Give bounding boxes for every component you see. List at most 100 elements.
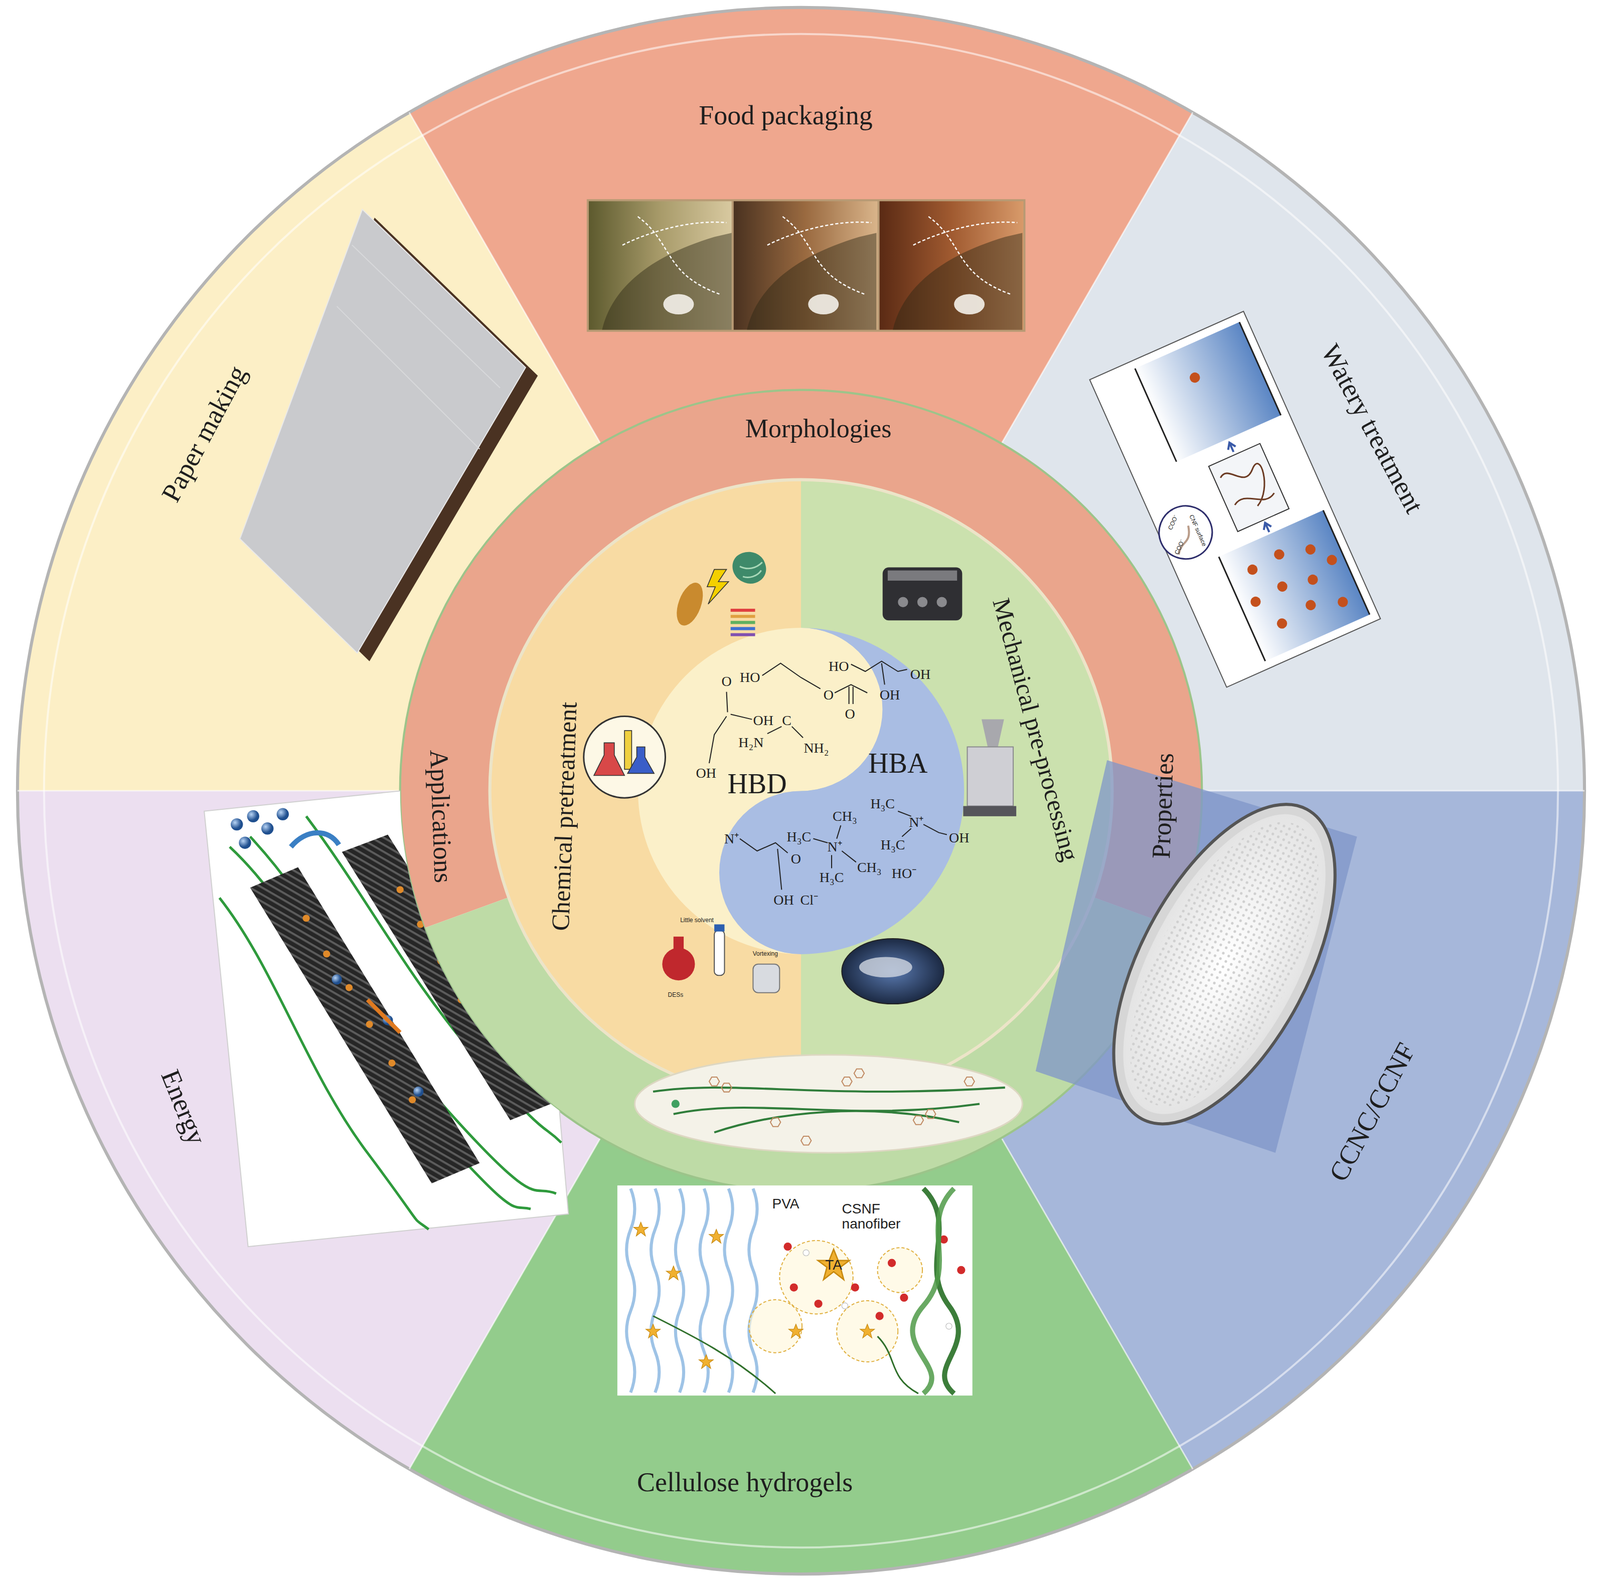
water-treatment-figure [1325,553,1339,567]
process-icons [897,597,908,608]
fiber-ellipse [634,1055,1023,1154]
sector-shape [409,1138,1193,1575]
node-outline [409,1138,1193,1575]
node-outline [400,390,1203,1193]
water-treatment-figure [1248,595,1263,609]
figure-label: Little solvent [680,917,714,924]
hydrogel-figure [788,1324,804,1339]
energy-figure [230,818,243,831]
fiber-ellipse [854,1069,865,1078]
food-photo [879,201,1024,330]
figure-label: COO⁻ [1173,538,1186,556]
node-label: Watery treatment [1316,339,1429,518]
energy-figure [396,886,404,894]
chemical-label: HO [828,659,849,674]
fiber-ellipse [721,1083,732,1092]
circle-frame [17,7,1585,1575]
hydrogel-figure [803,1249,810,1256]
node-label: Cellulose hydrogels [636,1468,853,1498]
water-treatment-figure [1208,443,1290,532]
node-label: CCNC/CCNF [1324,1038,1421,1187]
chemical-label: OH [696,766,717,781]
fiber-ellipse [770,1117,781,1127]
energy-figure [408,1096,416,1104]
fiber-ellipse [653,1087,1006,1092]
food-photo [733,201,878,330]
fiber-ellipse [709,1077,720,1086]
fiber-ellipse [801,1136,812,1146]
fiber-ellipse [925,1109,936,1119]
energy-figure [345,984,353,992]
application-sector: Paper making [16,111,602,792]
process-icons [739,562,763,578]
water-treatment-figure [1304,598,1318,612]
energy-figure [261,822,274,835]
process-icons [673,936,684,951]
sector-shape [490,480,802,1103]
chemical-label: Cl⁻ [800,892,819,908]
water-treatment-figure [1303,542,1318,557]
node-outline [407,6,1194,445]
energy-figure [230,808,424,1098]
water-treatment-figure [1261,521,1273,534]
hydrogel-figure [945,1323,952,1330]
node-label: Morphologies [745,415,892,443]
hydrogel-figure [877,1247,923,1293]
fiber-ellipse [913,1115,924,1125]
chemical-label: H₃C [819,870,845,885]
node-outline [16,789,602,1471]
node-label: HBA [868,748,928,779]
chemical-label: O [823,687,834,703]
chemical-label: OH [773,892,794,908]
chemical-label: N⁺ [827,839,842,855]
water-treatment-figure [1306,573,1320,587]
method-half: Mechanical pre-processing [800,478,1114,1103]
node-label: Energy [155,1065,212,1149]
process-icons [583,716,666,799]
application-sector: Watery treatment [1000,111,1586,792]
hydrogel-figure [860,1324,875,1339]
figure-label: CNF surface [1188,514,1208,548]
hydrogel-figure [666,1266,681,1280]
chemical-label: O [845,707,856,722]
water-treatment-figure [1275,579,1290,594]
hydrogel-figure [783,1242,792,1251]
chemical-label: O [790,852,802,867]
hydrogel-figure [617,1185,973,1396]
fiber-ellipse [841,1077,852,1086]
solvent-component: HBD [636,626,884,956]
hydrogel-figure [646,1324,661,1339]
circle-frame [17,7,1585,1575]
node-outline [1000,111,1586,792]
node-label: Chemical pretreatment [547,701,582,932]
energy-figure [416,920,424,928]
illustration [17,7,1585,1575]
fiber-ellipse [714,1111,959,1134]
chemical-label: H₃C [870,796,895,812]
water-treatment-figure [1225,440,1238,454]
process-icons [841,938,944,1005]
hydrogel-figure [699,1355,714,1369]
hydrogel-figure [841,1303,848,1310]
node-label: Applications [424,749,457,884]
hydrogel-figure [651,1188,660,1393]
process-icons [662,947,695,981]
chemical-label: H₃C [880,837,906,853]
hydrogel-figure [709,1229,724,1244]
process-icons [859,957,913,979]
energy-figure [413,1086,424,1097]
chemical-label: OH [948,830,970,846]
figure-label: DESs [667,992,684,999]
hydrogel-figure [626,1188,757,1393]
hydrogel-figure [789,1283,798,1292]
process-icons [917,597,928,608]
chemical-label: CH₃ [857,860,882,875]
hydrogel-figure [617,1185,973,1396]
process-icons [714,930,725,976]
fiber-ellipse [653,1087,1006,1133]
chemical-label: CH₃ [832,809,858,824]
hydrogel-figure [724,1188,733,1393]
circle-frame [17,112,1585,1470]
node-label: Paper making [156,361,252,507]
water-treatment-figure [1245,563,1260,577]
